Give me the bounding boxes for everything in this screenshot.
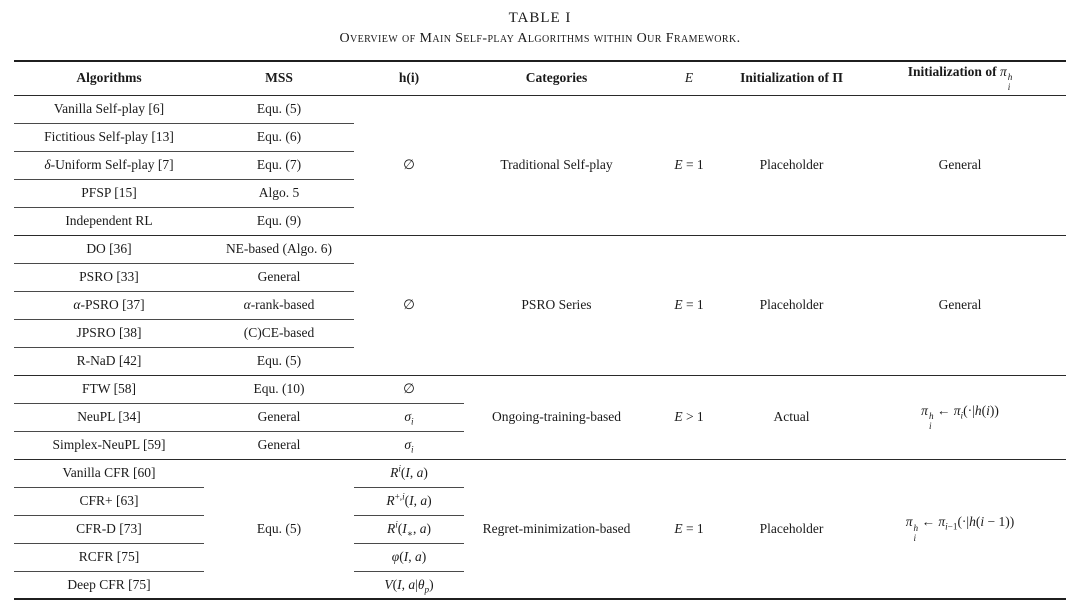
table-row: CFR-D [73] Ri(I∗, a) bbox=[14, 515, 1066, 544]
category-cell: Regret-minimization-based bbox=[464, 459, 649, 600]
table-row: δ-Uniform Self-play [7]Equ. (7) bbox=[14, 151, 1066, 180]
category-cell: Traditional Self-play bbox=[464, 95, 649, 236]
algorithm-cell: CFR-D [73] bbox=[14, 515, 204, 544]
h-cell: Ri(I, a) bbox=[354, 459, 464, 488]
mss-cell: Algo. 5 bbox=[204, 179, 354, 208]
table-row: PSRO [33]General bbox=[14, 263, 1066, 292]
mss-cell: Equ. (6) bbox=[204, 123, 354, 152]
algorithm-cell: α-PSRO [37] bbox=[14, 291, 204, 320]
algorithm-cell: DO [36] bbox=[14, 235, 204, 264]
mss-cell: General bbox=[204, 403, 354, 432]
algorithm-cell: FTW [58] bbox=[14, 375, 204, 404]
h-cell: V(I, a|θp) bbox=[354, 571, 464, 600]
mss-cell: α-rank-based bbox=[204, 291, 354, 320]
mss-cell: NE-based (Algo. 6) bbox=[204, 235, 354, 264]
table-row: RCFR [75] φ(I, a) bbox=[14, 543, 1066, 572]
init-policy-set-cell: Actual bbox=[729, 375, 854, 460]
table-row: Vanilla Self-play [6]Equ. (5)∅Traditiona… bbox=[14, 95, 1066, 236]
column-header-init_policy_set: Initialization of Π bbox=[729, 61, 854, 96]
algorithm-cell: PSRO [33] bbox=[14, 263, 204, 292]
episodes-cell: E > 1 bbox=[649, 375, 729, 460]
table-row: Deep CFR [75] V(I, a|θp) bbox=[14, 571, 1066, 600]
algorithm-cell: Deep CFR [75] bbox=[14, 571, 204, 600]
h-cell: ∅ bbox=[354, 375, 464, 404]
table-row: Vanilla CFR [60]Equ. (5)Ri(I, a)Regret-m… bbox=[14, 459, 1066, 600]
mss-cell: Equ. (5) bbox=[204, 347, 354, 376]
algorithm-cell: Vanilla CFR [60] bbox=[14, 459, 204, 488]
mss-cell: General bbox=[204, 431, 354, 460]
h-cell: Ri(I∗, a) bbox=[354, 515, 464, 544]
h-cell: φ(I, a) bbox=[354, 543, 464, 572]
table-row: R-NaD [42]Equ. (5) bbox=[14, 347, 1066, 376]
column-header-category: Categories bbox=[464, 61, 649, 96]
column-header-mss: MSS bbox=[204, 61, 354, 96]
algorithm-cell: R-NaD [42] bbox=[14, 347, 204, 376]
algorithm-cell: Vanilla Self-play [6] bbox=[14, 95, 204, 124]
h-cell: ∅ bbox=[354, 235, 464, 376]
algorithm-cell: Fictitious Self-play [13] bbox=[14, 123, 204, 152]
table-row: α-PSRO [37]α-rank-based bbox=[14, 291, 1066, 320]
h-cell: σi bbox=[354, 431, 464, 460]
table-caption: TABLE I Overview of Main Self-play Algor… bbox=[0, 0, 1080, 47]
table-row: JPSRO [38](C)CE-based bbox=[14, 319, 1066, 348]
mss-cell: Equ. (5) bbox=[204, 95, 354, 124]
table-row: Fictitious Self-play [13]Equ. (6) bbox=[14, 123, 1066, 152]
mss-cell: Equ. (7) bbox=[204, 151, 354, 180]
table-row: FTW [58]Equ. (10)∅Ongoing-training-based… bbox=[14, 375, 1066, 460]
table-number: TABLE I bbox=[508, 10, 572, 26]
h-cell: ∅ bbox=[354, 95, 464, 236]
h-cell: σi bbox=[354, 403, 464, 432]
init-policy-set-cell: Placeholder bbox=[729, 95, 854, 236]
table-row: PFSP [15]Algo. 5 bbox=[14, 179, 1066, 208]
algorithm-cell: RCFR [75] bbox=[14, 543, 204, 572]
category-cell: PSRO Series bbox=[464, 235, 649, 376]
episodes-cell: E = 1 bbox=[649, 95, 729, 236]
mss-cell: Equ. (5) bbox=[204, 459, 354, 600]
algorithm-cell: PFSP [15] bbox=[14, 179, 204, 208]
mss-cell: Equ. (9) bbox=[204, 207, 354, 236]
table-row: CFR+ [63] R+,i(I, a) bbox=[14, 487, 1066, 516]
column-header-e: E bbox=[649, 61, 729, 96]
init-policy-set-cell: Placeholder bbox=[729, 459, 854, 600]
mss-cell: General bbox=[204, 263, 354, 292]
column-header-h: h(i) bbox=[354, 61, 464, 96]
category-cell: Ongoing-training-based bbox=[464, 375, 649, 460]
episodes-cell: E = 1 bbox=[649, 459, 729, 600]
init-policy-cell: General bbox=[854, 235, 1066, 376]
column-header-algorithm: Algorithms bbox=[14, 61, 204, 96]
algorithm-cell: δ-Uniform Self-play [7] bbox=[14, 151, 204, 180]
init-policy-cell: General bbox=[854, 95, 1066, 236]
algorithm-cell: CFR+ [63] bbox=[14, 487, 204, 516]
algorithm-cell: Simplex-NeuPL [59] bbox=[14, 431, 204, 460]
episodes-cell: E = 1 bbox=[649, 235, 729, 376]
algorithm-cell: JPSRO [38] bbox=[14, 319, 204, 348]
init-policy-set-cell: Placeholder bbox=[729, 235, 854, 376]
mss-cell: (C)CE-based bbox=[204, 319, 354, 348]
table-title: Overview of Main Self-play Algorithms wi… bbox=[339, 31, 741, 46]
mss-cell: Equ. (10) bbox=[204, 375, 354, 404]
algorithm-cell: NeuPL [34] bbox=[14, 403, 204, 432]
h-cell: R+,i(I, a) bbox=[354, 487, 464, 516]
algorithm-cell: Independent RL bbox=[14, 207, 204, 236]
